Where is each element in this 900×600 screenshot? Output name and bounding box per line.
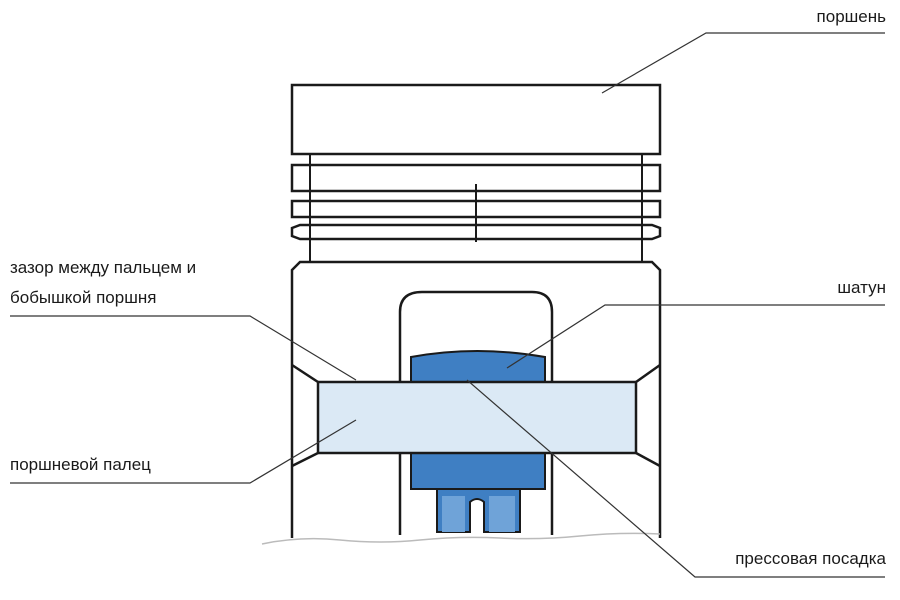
label-press-fit: прессовая посадка <box>735 549 886 568</box>
leader-piston <box>601 32 885 94</box>
boss-right-lower <box>635 451 661 468</box>
leader-gap <box>10 315 357 381</box>
boss-left-lower <box>291 451 319 468</box>
label-piston-pin: поршневой палец <box>10 455 151 474</box>
inner-pocket-lower <box>398 453 554 535</box>
label-piston: поршень <box>817 7 887 26</box>
boss-left-upper <box>291 363 319 384</box>
piston-crown <box>290 83 662 156</box>
conrod-small-end-bottom <box>410 452 546 490</box>
label-conrod: шатун <box>837 278 886 297</box>
label-gap-line2: бобышкой поршня <box>10 288 156 307</box>
conrod-small-end-top <box>410 350 546 383</box>
label-gap-line1: зазор между пальцем и <box>10 258 196 277</box>
leader-conrod <box>506 304 885 369</box>
piston-pin <box>316 380 638 455</box>
leader-press-fit <box>466 379 885 578</box>
conrod-rib-right <box>489 496 515 532</box>
bottom-break-line <box>261 532 661 545</box>
inner-pocket <box>398 290 554 382</box>
boss-right-upper <box>635 363 661 384</box>
leader-pin <box>10 419 357 484</box>
conrod-rib-left <box>442 496 465 532</box>
